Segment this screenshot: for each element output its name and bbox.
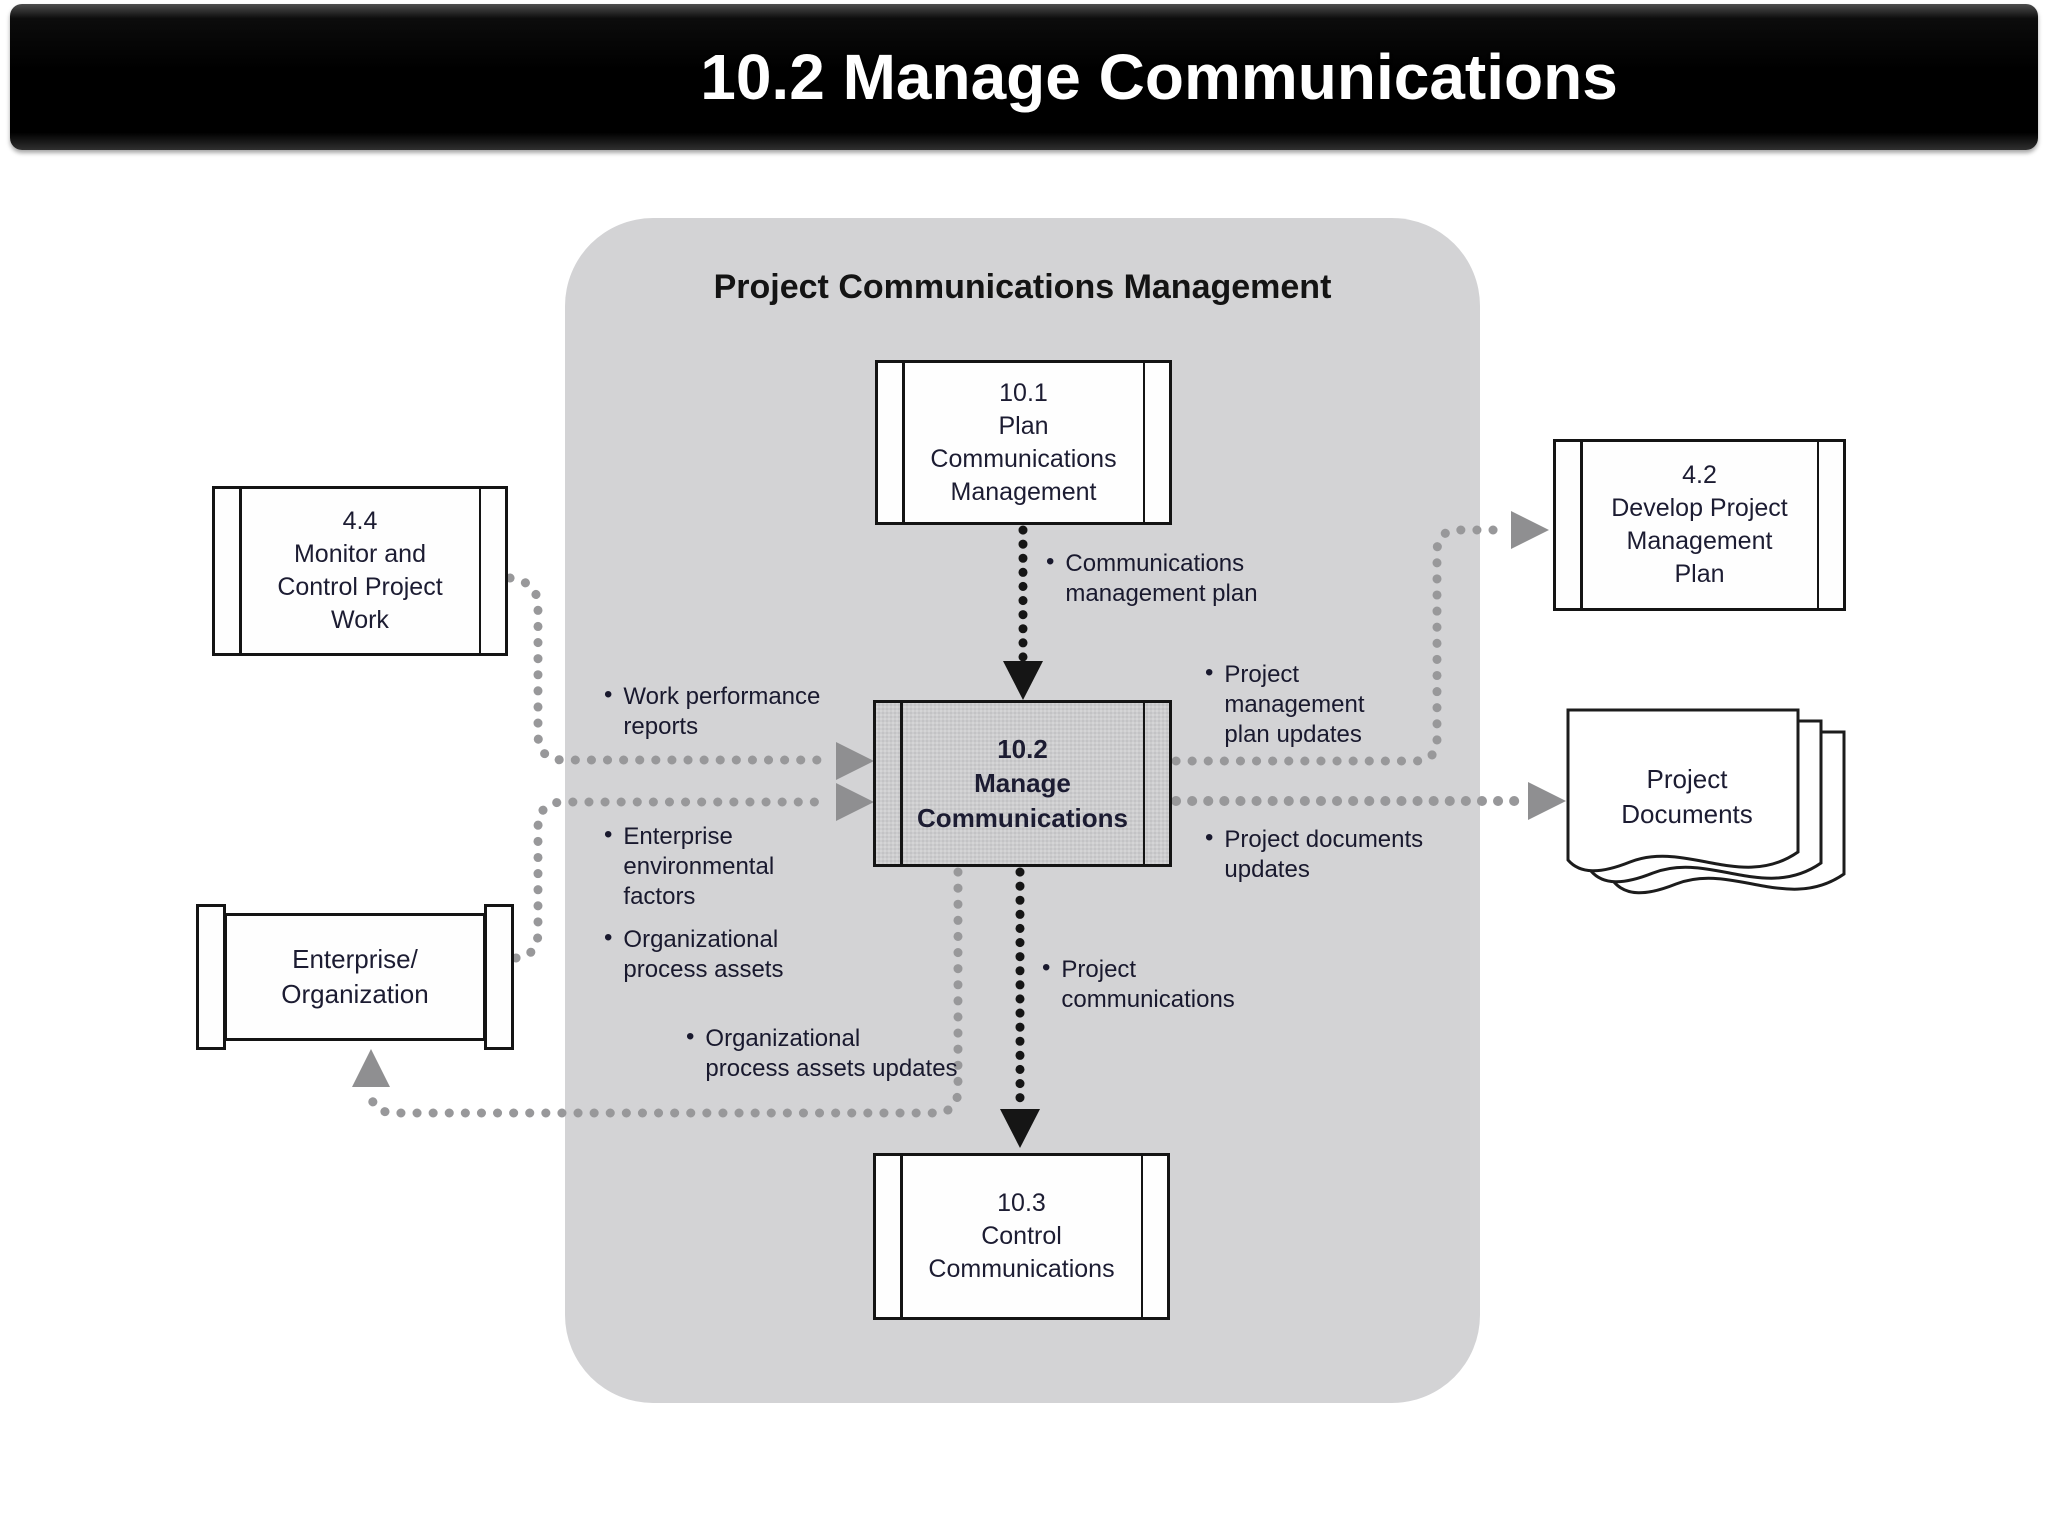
entity-side-bar — [196, 904, 226, 1050]
title-bar: 10.2 Manage Communications — [10, 4, 2038, 150]
process-id: 10.2 — [997, 734, 1048, 765]
sidebar-line — [478, 489, 481, 653]
bullet-icon: • — [1046, 548, 1055, 575]
sidebar-line — [1816, 442, 1819, 608]
process-name: Manage Communications — [917, 768, 1128, 833]
sidebar-line — [1142, 363, 1145, 522]
arrowhead-right-icon — [1528, 782, 1566, 820]
arrowhead-up-icon — [352, 1049, 390, 1087]
sidebar-line — [1142, 703, 1145, 864]
page-title: 10.2 Manage Communications — [700, 41, 1618, 113]
bullet-icon: • — [686, 1023, 695, 1050]
process-group-title: Project Communications Management — [713, 268, 1332, 306]
bullet-icon: • — [604, 821, 613, 848]
process-id: 4.4 — [342, 507, 378, 535]
project-documents-label: Project Documents — [1621, 764, 1753, 830]
sidebar-line — [902, 363, 905, 522]
entity-name: Enterprise/ Organization — [281, 943, 429, 1009]
label-organizational-process-assets-updates: • Organizational process assets updates — [686, 1023, 958, 1083]
process-box-4-2-develop-project-management-plan: 4.2 Develop Project Management Plan — [1553, 439, 1846, 611]
process-name: Develop Project Management Plan — [1611, 494, 1788, 588]
label-organizational-process-assets: • Organizational process assets — [604, 924, 784, 984]
label-project-documents-updates: • Project documents updates — [1205, 824, 1424, 884]
label-communications-management-plan: • Communications management plan — [1046, 548, 1258, 608]
label-enterprise-environmental-factors: • Enterprise environmental factors — [604, 821, 775, 911]
process-box-4-4-monitor-and-control-project-work: 4.4 Monitor and Control Project Work — [212, 486, 508, 656]
bullet-icon: • — [604, 924, 613, 951]
process-box-10-2-manage-communications: 10.2 Manage Communications — [873, 700, 1172, 867]
process-name: Monitor and Control Project Work — [277, 540, 443, 634]
process-id: 10.3 — [997, 1189, 1046, 1217]
bullet-icon: • — [1205, 659, 1214, 686]
arrowhead-right-icon — [1511, 511, 1549, 549]
process-name: Plan Communications Management — [930, 411, 1117, 506]
sidebar-line — [900, 1156, 903, 1317]
sidebar-line — [239, 489, 242, 653]
label-work-performance-reports: • Work performance reports — [604, 681, 821, 741]
bullet-icon: • — [604, 681, 613, 708]
entity-side-bar — [484, 904, 514, 1050]
process-box-10-1-plan-communications-management: 10.1 Plan Communications Management — [875, 360, 1172, 525]
bullet-icon: • — [1205, 824, 1214, 851]
process-box-10-3-control-communications: 10.3 Control Communications — [873, 1153, 1170, 1320]
process-id: 10.1 — [999, 378, 1048, 407]
label-project-communications: • Project communications — [1042, 954, 1235, 1014]
process-name: Control Communications — [928, 1222, 1115, 1283]
entity-enterprise-organization: Enterprise/ Organization — [196, 904, 514, 1050]
bullet-icon: • — [1042, 954, 1051, 981]
sidebar-line — [1140, 1156, 1143, 1317]
sidebar-line — [900, 703, 903, 864]
label-project-management-plan-updates: • Project management plan updates — [1205, 659, 1365, 749]
sidebar-line — [1580, 442, 1583, 608]
process-id: 4.2 — [1682, 461, 1717, 489]
